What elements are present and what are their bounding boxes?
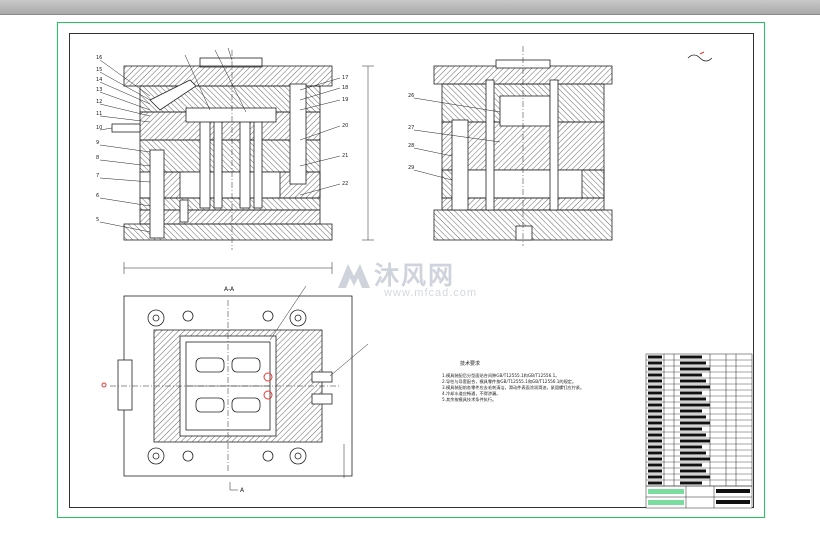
svg-text:27: 27 — [408, 125, 414, 131]
title-block-cell-code — [648, 373, 662, 377]
svg-text:20: 20 — [342, 123, 348, 129]
title-block-cell-code — [648, 397, 662, 401]
side-view-leaders — [413, 97, 501, 181]
svg-text:6: 6 — [96, 193, 99, 199]
title-block-cell-code — [648, 445, 662, 449]
svg-text:12: 12 — [96, 99, 102, 105]
technical-requirement-item: 5.其余按模具技术条件执行。 — [442, 397, 497, 402]
title-block-cell-name — [680, 433, 706, 437]
plan-view-leaders — [229, 285, 369, 491]
title-block-cell-code — [648, 469, 662, 473]
title-block-cell-code — [648, 385, 662, 389]
svg-text:8: 8 — [96, 155, 99, 161]
svg-text:11: 11 — [96, 111, 102, 117]
title-block-cell-code — [648, 427, 662, 431]
title-block-cell-name — [680, 481, 702, 485]
svg-text:18: 18 — [342, 85, 348, 91]
title-block-cell-name — [680, 361, 706, 365]
svg-text:13: 13 — [96, 87, 102, 93]
title-block-cell-name — [680, 427, 702, 431]
title-block-rows: (function(){ var g = document.currentScr… — [646, 355, 752, 505]
drawing-outer-frame — [57, 22, 765, 518]
front-section-view — [111, 50, 333, 250]
title-block-green-cell — [648, 489, 684, 494]
title-block-cell-name — [680, 391, 702, 395]
title-block-cell-drawing-no — [716, 500, 750, 504]
technical-requirements: 技术要求 1.模具装配后分型面贴合间隙GB/T12555.1和GB/T12556… — [442, 360, 632, 403]
svg-text:28: 28 — [408, 143, 414, 149]
title-block-cell-name — [680, 457, 710, 461]
title-block-cell-code — [648, 361, 662, 365]
title-block-cell-name — [680, 379, 706, 383]
watermark-text: 沐风网 — [374, 261, 456, 290]
watermark-logo-icon — [338, 264, 370, 288]
title-block-cell-code — [648, 355, 662, 359]
technical-requirement-item: 1.模具装配后分型面贴合间隙GB/T12555.1和GB/T12556.1。 — [442, 373, 560, 378]
title-block-cell-name — [680, 409, 702, 413]
technical-requirement-item: 3.模具装配前各零件应去毛刺清洁，滑动件表面涂润滑油，紧固螺钉应拧紧。 — [442, 385, 585, 390]
title-block-cell-name — [680, 373, 702, 377]
title-block-cell-code — [648, 475, 662, 479]
svg-text:15: 15 — [96, 67, 102, 73]
technical-requirement-item: 2.导柱与导套配合，模具零件按GB/T12555.1和GB/T12556.1的规… — [442, 379, 577, 384]
section-label-plan: A — [240, 487, 245, 494]
title-block-cell-code — [648, 367, 662, 371]
title-block-cell-code — [648, 433, 662, 437]
title-block-cell-code — [648, 439, 662, 443]
title-block-cell-drawing-name — [716, 489, 750, 493]
title-block-cell-code — [648, 409, 662, 413]
side-section-view — [433, 46, 613, 246]
section-label-top: A-A — [224, 286, 235, 293]
svg-text:22: 22 — [342, 181, 348, 187]
title-block-cell-name — [680, 451, 706, 455]
title-block-cell-name — [680, 439, 710, 443]
technical-requirements-title: 技术要求 — [460, 361, 481, 367]
front-view-part-numbers: 16 15 14 13 12 11 10 9 8 7 6 5 17 18 19 20 21 22 — [96, 55, 348, 223]
title-block-cell-name — [680, 445, 702, 449]
title-block-cell-name — [680, 463, 702, 467]
title-block-cell-name — [680, 475, 710, 479]
svg-text:10: 10 — [96, 125, 102, 131]
drawing-border — [69, 33, 754, 508]
svg-text:14: 14 — [96, 77, 102, 83]
side-view-part-numbers: 26 27 28 29 — [408, 93, 414, 171]
technical-requirement-item: 4.冷却水道应畅通，不得渗漏。 — [442, 391, 501, 396]
title-block-cell-code — [648, 421, 662, 425]
plan-view — [101, 295, 353, 477]
title-block — [645, 353, 753, 509]
title-block-cell-name — [680, 385, 710, 389]
title-block-cell-code — [648, 457, 662, 461]
svg-text:29: 29 — [408, 165, 414, 171]
front-view-leaders — [99, 47, 374, 274]
svg-text:21: 21 — [342, 153, 348, 159]
title-block-cell-code — [648, 451, 662, 455]
svg-text:19: 19 — [342, 97, 348, 103]
title-block-cell-code — [648, 415, 662, 419]
title-block-cell-name — [680, 469, 706, 473]
svg-text:7: 7 — [96, 173, 99, 179]
svg-text:17: 17 — [342, 75, 348, 81]
title-block-cell-name — [680, 355, 702, 359]
title-block-cell-code — [648, 481, 662, 485]
svg-text:16: 16 — [96, 55, 102, 61]
title-block-cell-name — [680, 403, 710, 407]
title-block-cell-code — [648, 379, 662, 383]
watermark-url: www.mfcad.com — [384, 287, 478, 299]
title-block-cell-name — [680, 397, 706, 401]
watermark: 沐风网 www.mfcad.com — [334, 256, 494, 302]
viewer-top-bar — [0, 0, 820, 15]
title-block-cell-code — [648, 463, 662, 467]
svg-text:9: 9 — [96, 140, 99, 146]
title-block-green-cell — [648, 500, 684, 505]
title-block-cell-code — [648, 403, 662, 407]
title-block-cell-name — [680, 421, 710, 425]
svg-text:5: 5 — [96, 217, 99, 223]
signature-mark — [687, 51, 713, 62]
title-block-cell-name — [680, 367, 710, 371]
title-block-cell-code — [648, 391, 662, 395]
svg-text:26: 26 — [408, 93, 414, 99]
title-block-cell-name — [680, 415, 706, 419]
